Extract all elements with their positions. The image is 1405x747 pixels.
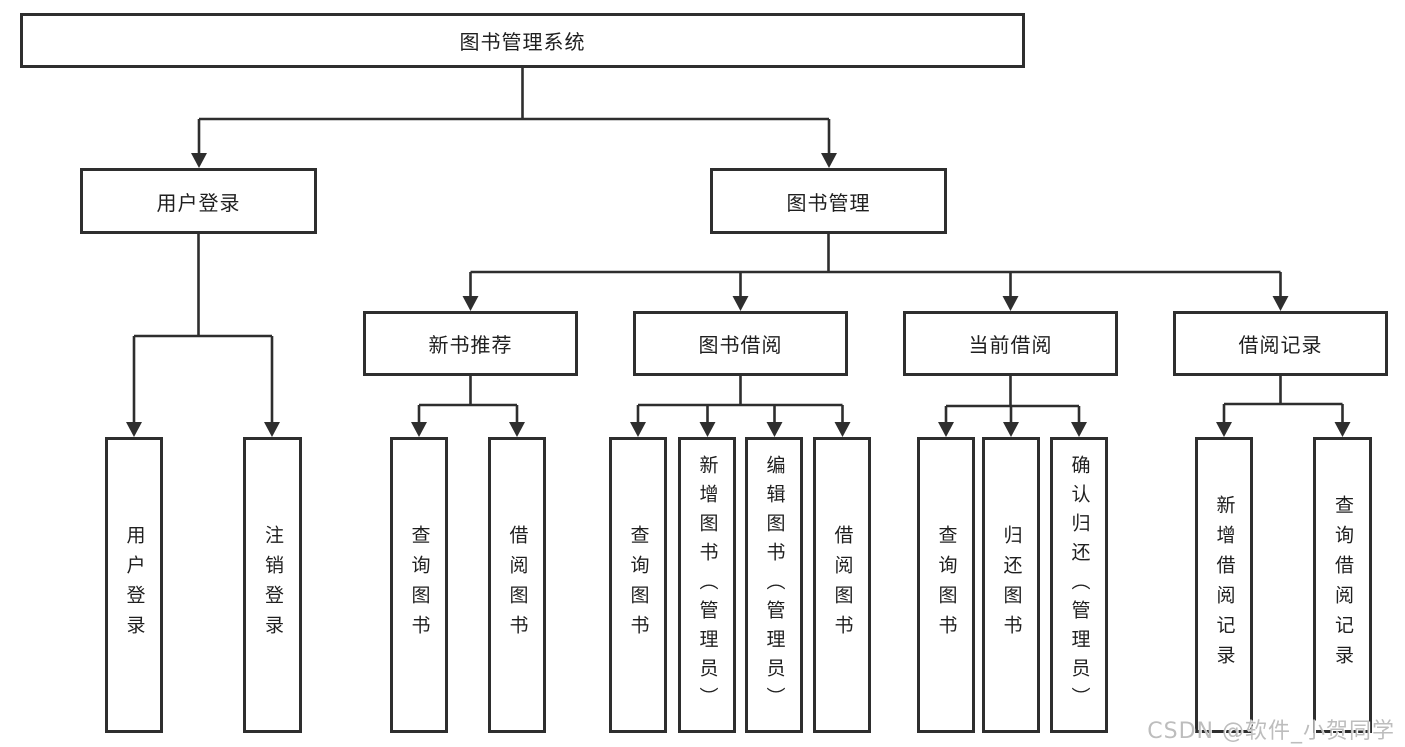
arrowhead-icons (126, 153, 1351, 437)
node-user-login: 用户登录 (80, 168, 317, 234)
leaf-current-confirm-return-admin: 确认归还（管理员） (1050, 437, 1108, 733)
leaf-label: 借阅图书 (506, 525, 529, 645)
leaf-borrow-query-books: 查询图书 (609, 437, 667, 733)
leaf-records-add-record: 新增借阅记录 (1195, 437, 1253, 733)
leaf-current-query-books: 查询图书 (917, 437, 975, 733)
leaf-label: 新增借阅记录 (1213, 495, 1236, 675)
leaf-label: 编辑图书（管理员） (763, 454, 786, 716)
leaf-borrow-borrow-books: 借阅图书 (813, 437, 871, 733)
leaf-newbook-query-books: 查询图书 (390, 437, 448, 733)
leaf-borrow-edit-books-admin: 编辑图书（管理员） (745, 437, 803, 733)
leaf-user-login: 用户登录 (105, 437, 163, 733)
leaf-label: 查询借阅记录 (1332, 495, 1354, 675)
leaf-label: 查询图书 (408, 525, 431, 645)
csdn-watermark: CSDN @软件_小贺同学 (1147, 719, 1395, 744)
leaf-current-return-books: 归还图书 (982, 437, 1040, 733)
leaf-label: 归还图书 (1000, 525, 1023, 645)
leaf-label: 用户登录 (123, 525, 146, 645)
node-new-book-recommend: 新书推荐 (363, 311, 578, 376)
leaf-borrow-add-books-admin: 新增图书（管理员） (678, 437, 736, 733)
leaf-label: 查询图书 (627, 525, 650, 645)
node-library-management-system: 图书管理系统 (20, 13, 1025, 68)
node-borrow-records: 借阅记录 (1173, 311, 1388, 376)
leaf-records-query-record: 查询借阅记录 (1313, 437, 1372, 733)
leaf-newbook-borrow-books: 借阅图书 (488, 437, 546, 733)
leaf-label: 注销登录 (262, 525, 284, 645)
leaf-label: 确认归还（管理员） (1068, 454, 1091, 716)
leaf-label: 借阅图书 (831, 525, 854, 645)
leaf-logout: 注销登录 (243, 437, 302, 733)
node-book-borrow: 图书借阅 (633, 311, 848, 376)
node-current-borrow: 当前借阅 (903, 311, 1118, 376)
leaf-label: 新增图书（管理员） (696, 454, 719, 716)
leaf-label: 查询图书 (935, 525, 958, 645)
node-book-management: 图书管理 (710, 168, 947, 234)
